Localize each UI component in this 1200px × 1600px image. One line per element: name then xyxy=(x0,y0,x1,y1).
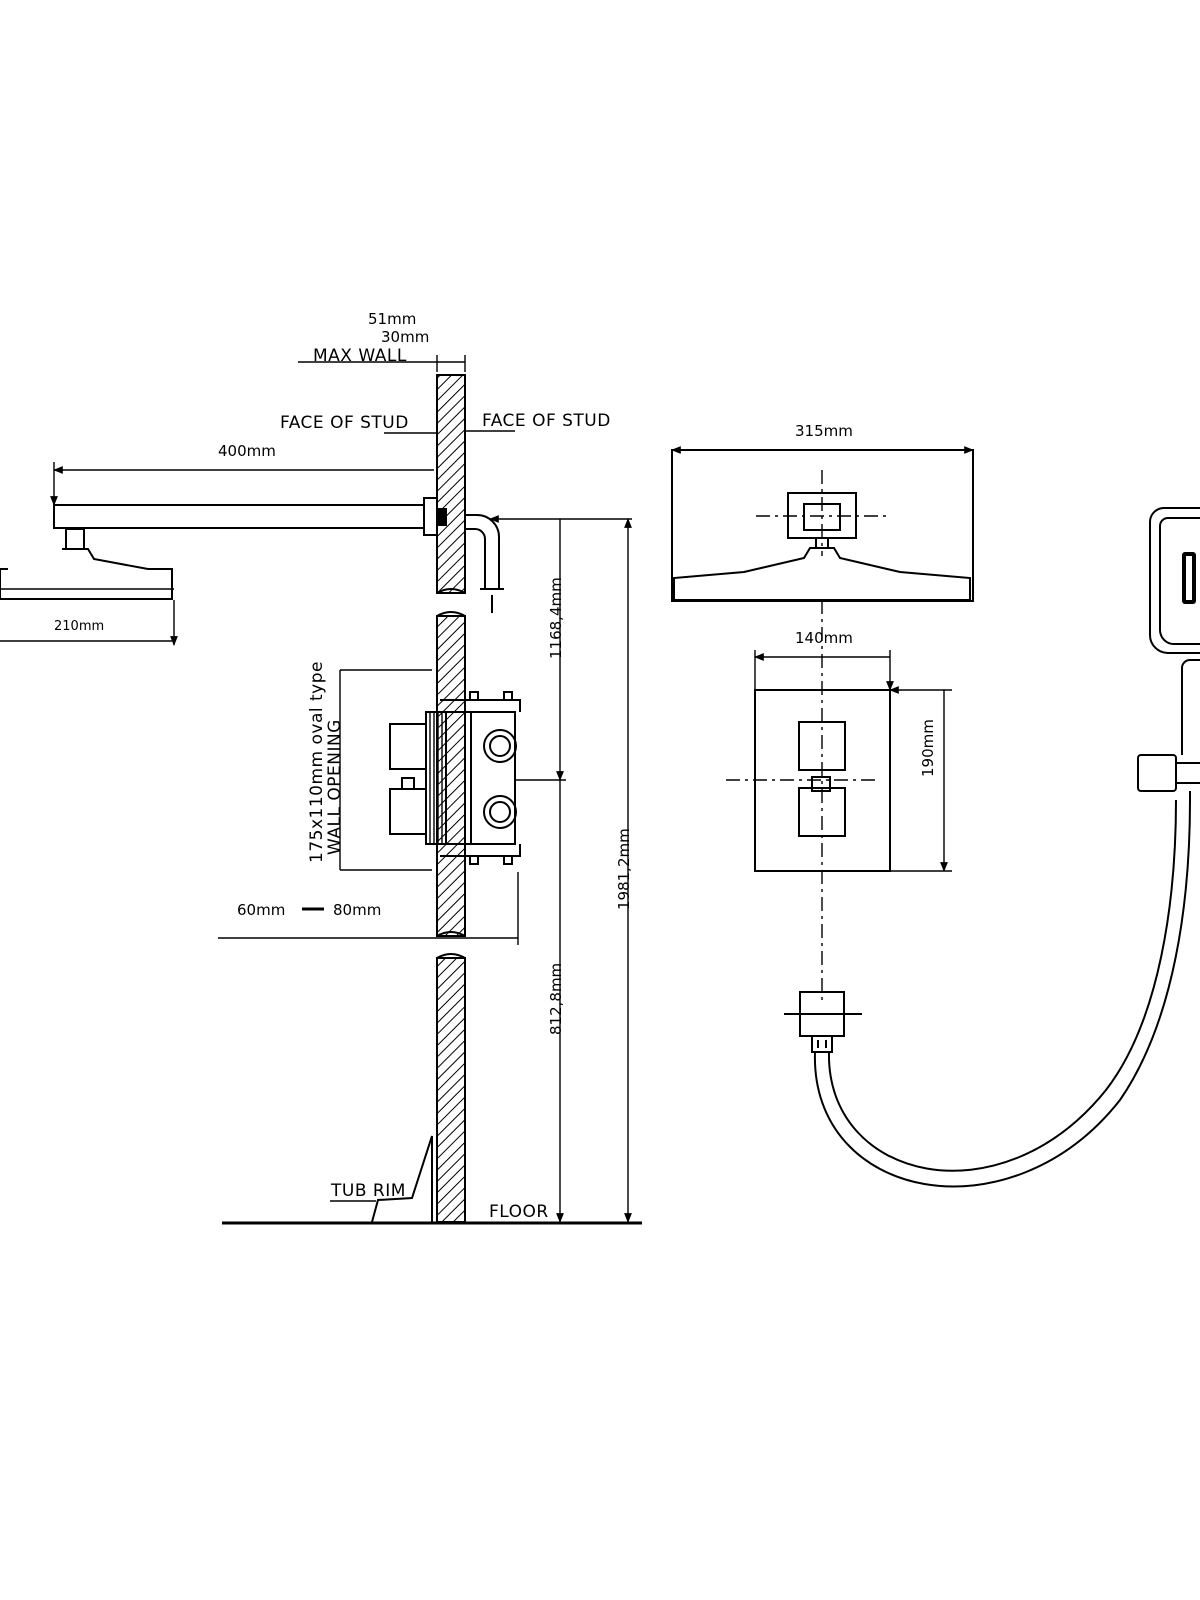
face-of-stud-left-label: FACE OF STUD xyxy=(280,413,409,433)
wall-opening-bracket xyxy=(339,669,432,871)
shower-hose xyxy=(813,799,1191,1188)
shower-hose-inner xyxy=(827,799,1177,1172)
wall-outlet xyxy=(784,991,862,1053)
hand-shower xyxy=(1149,507,1200,800)
tub-rim-label: TUB RIM xyxy=(330,1181,406,1201)
dim-1168-line xyxy=(490,519,632,780)
thermostatic-valve-body xyxy=(389,691,566,865)
wall-bracket xyxy=(1137,754,1200,792)
dim-80mm-label: 80mm xyxy=(333,901,381,919)
dim-315mm-label: 315mm xyxy=(795,422,853,440)
dim-1168-label: 1168,4mm xyxy=(547,577,565,659)
dim-51mm-label: 51mm xyxy=(368,310,416,328)
valve-trim-plate xyxy=(726,600,891,1000)
dim-210mm-label: 210mm xyxy=(54,619,104,634)
dim-140mm-label: 140mm xyxy=(795,629,853,647)
front-elevation-view: 315mm 140mm 190mm xyxy=(671,422,1200,1188)
wall-opening-label: WALL OPENING xyxy=(325,719,345,855)
dim-210mm-line xyxy=(0,600,174,645)
dim-depth-line xyxy=(218,872,519,945)
rain-shower-head xyxy=(0,528,174,600)
wall-section xyxy=(436,374,466,1223)
side-elevation-view: 51mm 30mm MAX WALL FACE OF STUD FACE OF … xyxy=(0,310,642,1225)
dim-60mm-label: 60mm xyxy=(237,901,285,919)
dim-1981-label: 1981,2mm xyxy=(615,828,633,910)
floor-label: FLOOR xyxy=(489,1202,549,1222)
dim-30mm-label: 30mm xyxy=(381,328,429,346)
wall-opening-size-label: 175x110mm oval type xyxy=(307,661,327,863)
dim-400mm-label: 400mm xyxy=(218,442,276,460)
max-wall-leader xyxy=(298,355,466,372)
dim-400mm-line xyxy=(54,462,434,505)
dim-812-label: 812,8mm xyxy=(547,963,565,1035)
dim-190mm-label: 190mm xyxy=(919,719,937,777)
face-of-stud-right-label: FACE OF STUD xyxy=(482,411,611,431)
tub-rim-shape xyxy=(371,1135,433,1223)
shower-head-front xyxy=(671,449,974,602)
dim-190mm-line xyxy=(890,690,952,871)
max-wall-label: MAX WALL xyxy=(313,346,407,366)
